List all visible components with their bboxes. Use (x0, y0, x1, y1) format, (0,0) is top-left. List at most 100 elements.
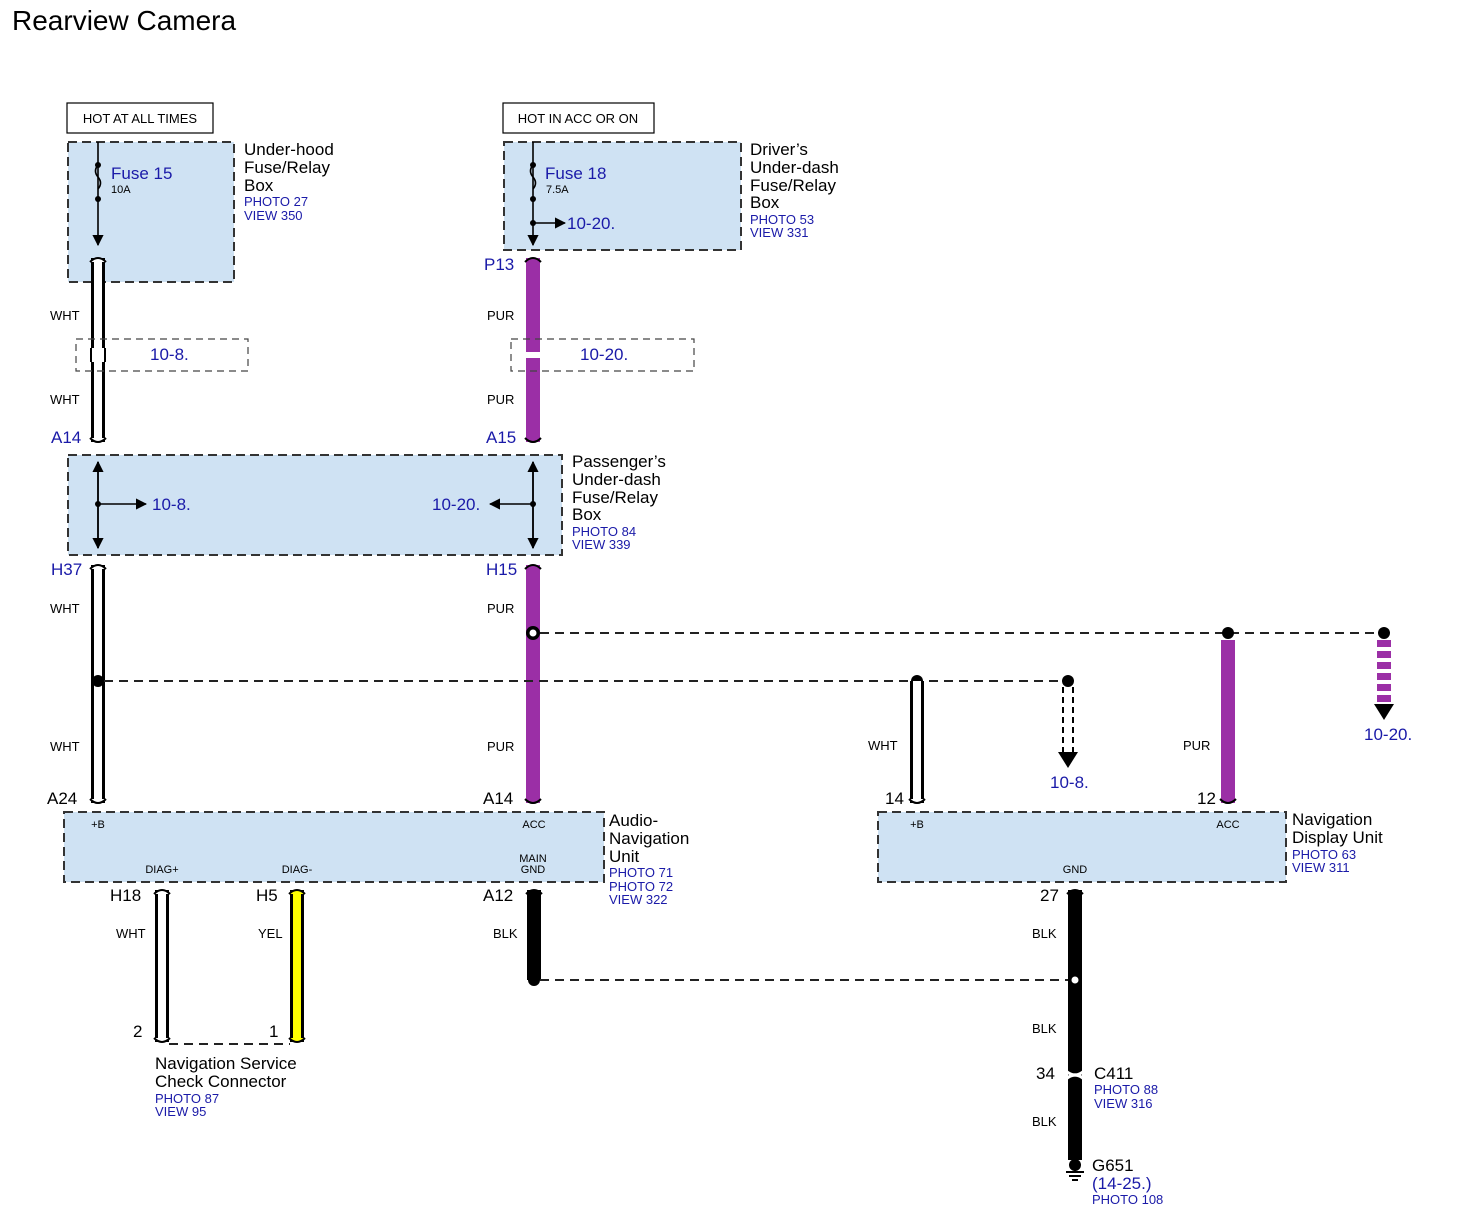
g651-caption: G651 (14-25.) PHOTO 108 (1092, 1156, 1163, 1207)
underhood-box-caption: Under-hood Fuse/Relay Box PHOTO 27 VIEW … (244, 140, 334, 223)
svg-text:Box: Box (572, 505, 602, 524)
wire-label-blk-3: BLK (1032, 1021, 1057, 1036)
svg-text:Fuse/Relay: Fuse/Relay (244, 158, 330, 177)
connector-p13: P13 (484, 255, 514, 274)
svg-text:Under-dash: Under-dash (750, 158, 839, 177)
passengers-box-caption: Passenger’s Under-dash Fuse/Relay Box PH… (572, 452, 666, 552)
drivers-box-caption: Driver’s Under-dash Fuse/Relay Box PHOTO… (750, 140, 839, 240)
audio-navigation-unit: +B ACC DIAG+ DIAG- MAIN GND (63, 811, 605, 883)
page-title: Rearview Camera (12, 5, 236, 36)
drivers-fuse-box: Fuse 18 7.5A 10-20. (503, 141, 742, 251)
check-pin-1: 1 (269, 1022, 278, 1041)
pin-gnd-label: GND (521, 864, 546, 876)
ref-10-20-branch[interactable]: 10-20. (1364, 725, 1412, 744)
pin-gnd-label-nav: GND (1063, 864, 1088, 876)
check-pin-2: 2 (133, 1022, 142, 1041)
svg-text:VIEW 322: VIEW 322 (609, 892, 668, 907)
audio-nav-caption: Audio- Navigation Unit PHOTO 71 PHOTO 72… (609, 811, 689, 907)
ref-10-8-branch[interactable]: 10-8. (1050, 773, 1089, 792)
svg-text:Driver’s: Driver’s (750, 140, 808, 159)
svg-text:Fuse/Relay: Fuse/Relay (750, 176, 836, 195)
wire-label-wht: WHT (50, 308, 80, 323)
hot-at-all-times-tag: HOT AT ALL TIMES (66, 102, 214, 134)
svg-text:PHOTO 53: PHOTO 53 (750, 212, 814, 227)
svg-text:Display Unit: Display Unit (1292, 828, 1383, 847)
wire-label-blk: BLK (493, 926, 518, 941)
ground-icon (1066, 1159, 1084, 1181)
fuse-icon (529, 164, 537, 190)
nav-display-caption: Navigation Display Unit PHOTO 63 VIEW 31… (1292, 810, 1383, 875)
svg-text:Passenger’s: Passenger’s (572, 452, 666, 471)
pin-12: 12 (1197, 789, 1216, 808)
fuse-18-rating: 7.5A (546, 184, 569, 196)
ref-14-25[interactable]: (14-25.) (1092, 1174, 1152, 1193)
connector-h15: H15 (486, 560, 517, 579)
splice-ref-pur: 10-20. (510, 338, 695, 372)
wire-pur-nav-display (1219, 640, 1237, 804)
navigation-display-unit: +B ACC GND (877, 811, 1287, 883)
wire-wht-diag-plus (153, 889, 171, 1042)
c411-caption: C411 PHOTO 88 VIEW 316 (1094, 1064, 1158, 1111)
svg-text:PHOTO 71: PHOTO 71 (609, 865, 673, 880)
pin-14: 14 (885, 789, 904, 808)
wire-label-pur-5: PUR (1183, 738, 1210, 753)
fuse-18-label: Fuse 18 (545, 164, 606, 183)
underhood-fuse-box: Fuse 15 10A (67, 141, 235, 283)
fuse-15-rating: 10A (111, 184, 131, 196)
ref-10-20-drivers[interactable]: 10-20. (567, 214, 615, 233)
svg-text:VIEW 331: VIEW 331 (750, 225, 809, 240)
hot-in-acc-or-on-tag: HOT IN ACC OR ON (502, 102, 655, 134)
svg-text:PHOTO 84: PHOTO 84 (572, 524, 636, 539)
pin-b-label: +B (91, 819, 105, 831)
wire-label-wht-3: WHT (50, 601, 80, 616)
svg-text:Unit: Unit (609, 847, 640, 866)
connector-a14: A14 (51, 428, 81, 447)
pin-diag-plus-label: DIAG+ (145, 864, 178, 876)
ref-10-8-passenger[interactable]: 10-8. (152, 495, 191, 514)
connector-a14-unit: A14 (483, 789, 513, 808)
svg-text:PHOTO 27: PHOTO 27 (244, 194, 308, 209)
svg-text:Audio-: Audio- (609, 811, 658, 830)
branch-pur-10-20 (1374, 640, 1394, 720)
svg-text:VIEW 95: VIEW 95 (155, 1104, 206, 1119)
wire-label-pur-3: PUR (487, 601, 514, 616)
pin-34: 34 (1036, 1064, 1055, 1083)
pin-diag-minus-label: DIAG- (282, 864, 313, 876)
svg-text:PHOTO 63: PHOTO 63 (1292, 847, 1356, 862)
svg-text:VIEW 339: VIEW 339 (572, 537, 631, 552)
svg-text:PHOTO 88: PHOTO 88 (1094, 1082, 1158, 1097)
svg-text:Navigation Service: Navigation Service (155, 1054, 297, 1073)
connector-h18: H18 (110, 886, 141, 905)
wire-label-yel: YEL (258, 926, 283, 941)
svg-text:Navigation: Navigation (1292, 810, 1372, 829)
svg-text:Under-dash: Under-dash (572, 470, 661, 489)
ref-10-20-passenger[interactable]: 10-20. (432, 495, 480, 514)
svg-text:VIEW 316: VIEW 316 (1094, 1096, 1153, 1111)
wire-yel-diag-minus (288, 889, 306, 1042)
svg-text:Under-hood: Under-hood (244, 140, 334, 159)
ref-10-20-splice[interactable]: 10-20. (580, 345, 628, 364)
check-connector-caption: Navigation Service Check Connector PHOTO… (155, 1054, 297, 1119)
splice-ref-wht: 10-8. (75, 338, 249, 372)
wire-label-blk-4: BLK (1032, 1114, 1057, 1129)
svg-text:VIEW 350: VIEW 350 (244, 208, 303, 223)
passengers-fuse-box: 10-8. 10-20. (67, 454, 563, 556)
wire-blk-nav-gnd (1065, 889, 1085, 1160)
wire-label-pur-2: PUR (487, 392, 514, 407)
wire-wht-nav-display (908, 681, 926, 804)
svg-text:Fuse/Relay: Fuse/Relay (572, 488, 658, 507)
pin-acc-label: ACC (522, 819, 545, 831)
connector-a12: A12 (483, 886, 513, 905)
svg-text:G651: G651 (1092, 1156, 1134, 1175)
branch-wht-10-8 (1058, 687, 1078, 768)
ref-10-8-splice[interactable]: 10-8. (150, 345, 189, 364)
wire-wht-h37-a24 (89, 564, 107, 804)
svg-text:VIEW 311: VIEW 311 (1292, 860, 1350, 875)
svg-text:HOT AT ALL TIMES: HOT AT ALL TIMES (83, 111, 197, 126)
svg-text:HOT IN ACC OR ON: HOT IN ACC OR ON (518, 111, 638, 126)
connector-a24: A24 (47, 789, 77, 808)
wire-label-blk-2: BLK (1032, 926, 1057, 941)
fuse-icon (94, 164, 102, 190)
wire-label-pur: PUR (487, 308, 514, 323)
